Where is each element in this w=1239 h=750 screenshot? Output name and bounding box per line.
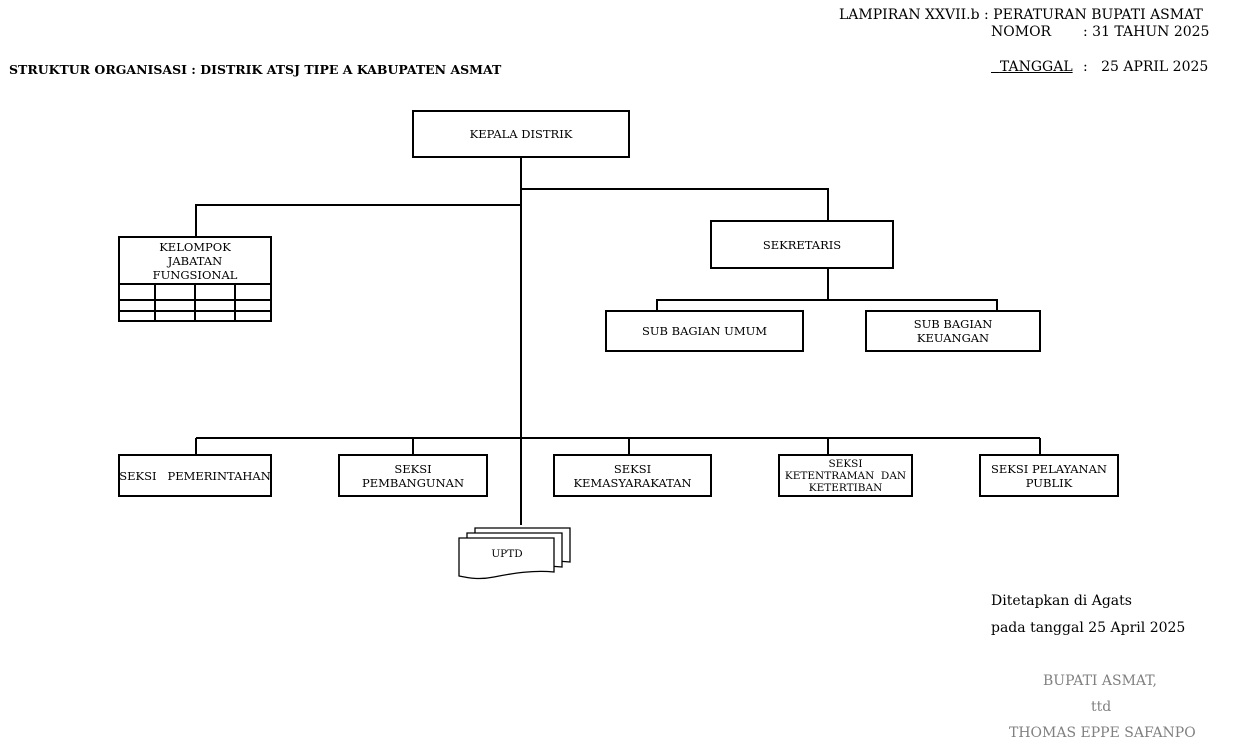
- node-seksi-ketentraman: SEKSI KETENTRAMAN DAN KETERTIBAN: [778, 454, 913, 497]
- node-sub-umum-label: SUB BAGIAN UMUM: [641, 324, 768, 338]
- node-sub-bagian-umum: SUB BAGIAN UMUM: [605, 310, 804, 352]
- node-pembangunan-label: SEKSI PEMBANGUNAN: [361, 461, 465, 490]
- node-kelompok-jabatan-fungsional: KELOMPOK JABATAN FUNGSIONAL: [118, 236, 272, 285]
- uptd-document-shape: [458, 527, 571, 580]
- signature-date: pada tanggal 25 April 2025: [991, 620, 1186, 636]
- node-seksi-pemerintahan: SEKSI PEMERINTAHAN: [118, 454, 272, 497]
- node-sub-keuangan-line1: SUB BAGIAN: [913, 317, 993, 331]
- signature-place: Ditetapkan di Agats: [991, 593, 1132, 609]
- jabatan-grid: [118, 283, 272, 322]
- node-kepala-label: KEPALA DISTRIK: [469, 127, 573, 141]
- node-seksi-pembangunan: SEKSI PEMBANGUNAN: [338, 454, 488, 497]
- tanggal-label: TANGGAL: [999, 59, 1073, 75]
- node-kepala-distrik: KEPALA DISTRIK: [412, 110, 630, 158]
- node-sub-keuangan-line2: KEUANGAN: [916, 331, 990, 345]
- node-sub-bagian-keuangan: SUB BAGIAN KEUANGAN: [865, 310, 1041, 352]
- lampiran-text: LAMPIRAN XXVII.b : PERATURAN BUPATI ASMA…: [839, 7, 1203, 23]
- node-seksi-kemasyarakatan: SEKSI KEMASYARAKATAN: [553, 454, 712, 497]
- node-kemasyarakatan-line1: SEKSI: [613, 461, 652, 476]
- node-ketentraman-line1: SEKSI: [828, 457, 863, 470]
- tanggal-row: TANGGAL : 25 APRIL 2025: [991, 40, 1210, 76]
- page-title: STRUKTUR ORGANISASI : DISTRIK ATSJ TIPE …: [9, 62, 502, 77]
- node-jabatan-line1: KELOMPOK: [159, 239, 231, 254]
- signature-office: BUPATI ASMAT,: [1043, 673, 1157, 689]
- node-uptd-label: UPTD: [491, 548, 523, 560]
- node-seksi-pelayanan-publik: SEKSI PELAYANAN PUBLIK: [979, 454, 1119, 497]
- nomor-value: : 31 TAHUN 2025: [1083, 24, 1210, 40]
- tanggal-value: : 25 APRIL 2025: [1083, 59, 1209, 75]
- connector-sub-bagian: [656, 299, 998, 311]
- node-ketentraman-line2: KETENTRAMAN DAN: [784, 469, 907, 482]
- node-kemasyarakatan-line2: KEMASYARAKATAN: [573, 475, 692, 490]
- node-pemerintahan-label: SEKSI PEMERINTAHAN: [119, 468, 271, 483]
- node-pelayanan-line1: SEKSI PELAYANAN: [991, 461, 1107, 476]
- node-sekretaris: SEKRETARIS: [710, 220, 894, 269]
- node-sekretaris-label: SEKRETARIS: [762, 237, 842, 252]
- node-jabatan-line2: JABATAN FUNGSIONAL: [152, 253, 238, 282]
- signature-name: THOMAS EPPE SAFANPO: [1009, 725, 1196, 741]
- signature-ttd: ttd: [1091, 699, 1112, 715]
- node-ketentraman-line3: KETERTIBAN: [808, 481, 883, 494]
- connector-jabatan: [195, 204, 521, 237]
- connector-sekretaris: [521, 188, 829, 221]
- nomor-label: NOMOR: [991, 24, 1052, 40]
- node-pelayanan-line2: PUBLIK: [1025, 475, 1073, 490]
